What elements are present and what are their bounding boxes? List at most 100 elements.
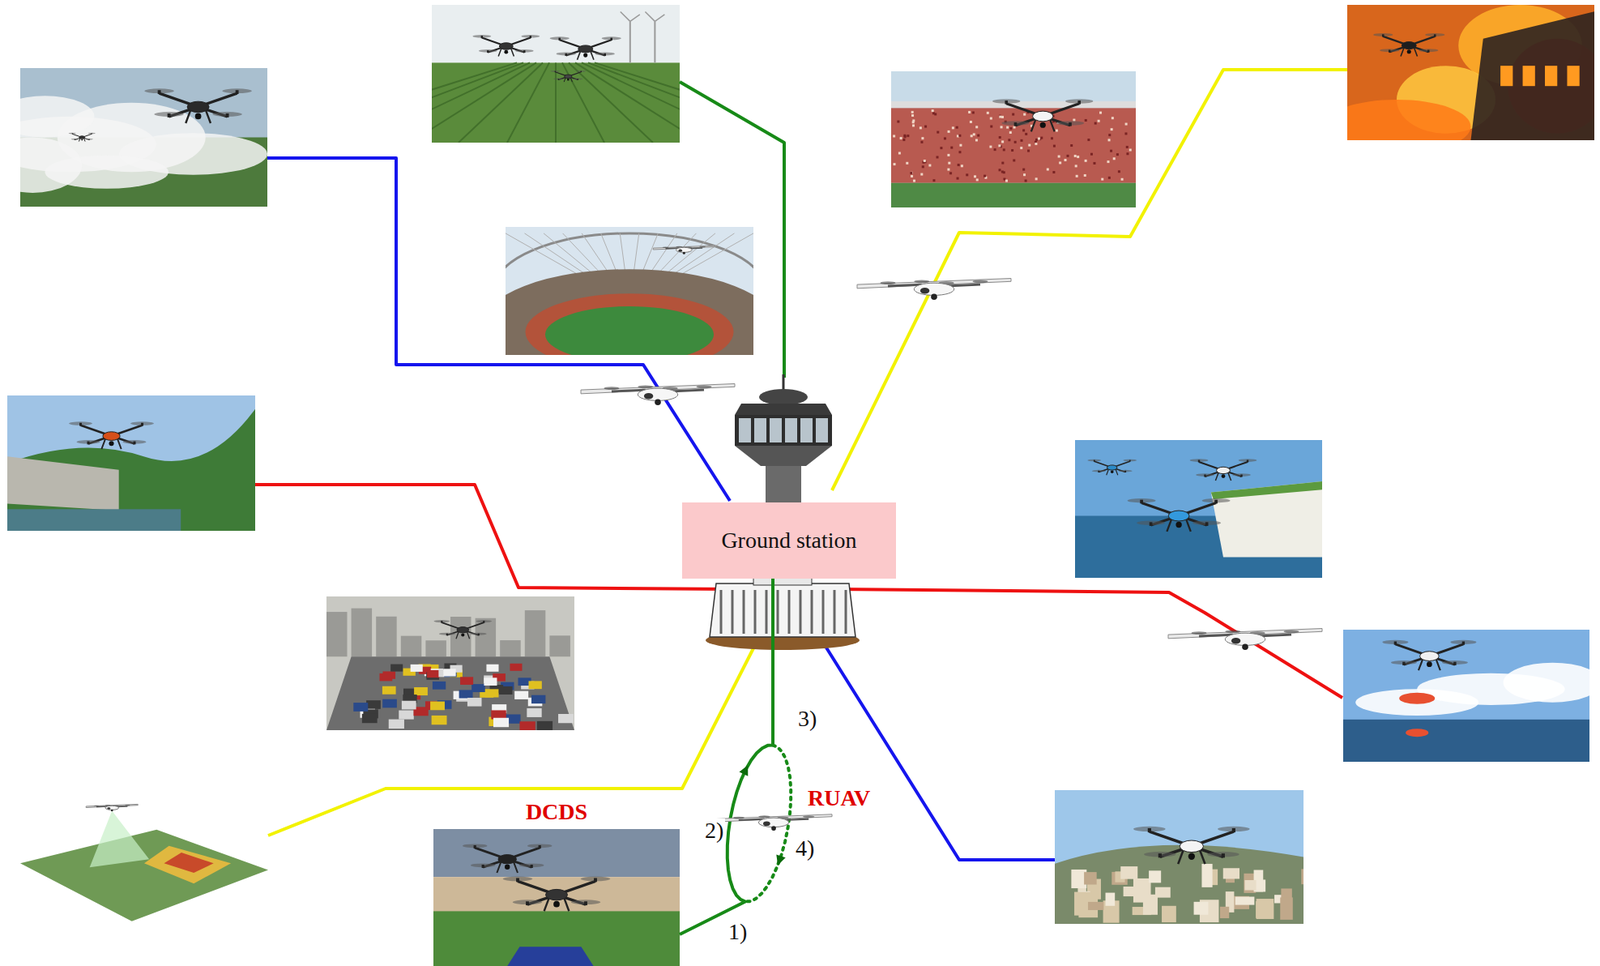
rect-shape: [785, 418, 798, 443]
rect-shape: [443, 668, 456, 676]
circle-shape: [771, 825, 777, 831]
rect-shape: [1108, 138, 1111, 141]
rect-shape: [998, 115, 1002, 118]
application-photo: [433, 828, 680, 966]
line-shape: [511, 48, 515, 57]
ellipse-shape: [1032, 110, 1054, 122]
rect-shape: [1023, 113, 1026, 116]
rect-shape: [1099, 111, 1102, 115]
rect-shape: [1203, 474, 1206, 478]
line-shape: [844, 589, 848, 634]
loop-arrowhead: [776, 853, 786, 865]
ellipse-shape: [512, 899, 542, 905]
rect-shape: [910, 171, 914, 175]
circle-shape: [930, 294, 938, 301]
line-shape: [563, 77, 566, 82]
line-shape: [117, 439, 122, 449]
ellipse-shape: [550, 36, 570, 40]
rect-shape: [528, 680, 542, 689]
rect-shape: [1161, 905, 1177, 922]
ellipse-shape: [1401, 42, 1417, 50]
line-shape: [431, 62, 537, 143]
rect-shape: [1001, 140, 1004, 143]
rect-shape: [1105, 892, 1116, 906]
rect-shape: [921, 165, 925, 168]
rect-shape: [1148, 870, 1161, 883]
rect-shape: [903, 134, 906, 137]
rect-shape: [351, 608, 373, 658]
ellipse-shape: [1425, 33, 1445, 37]
quadcopter: [433, 619, 492, 639]
rect-shape: [1075, 164, 1078, 167]
rect-shape: [499, 640, 521, 657]
rect-shape: [912, 123, 915, 127]
rect-shape: [1110, 128, 1114, 131]
ellipse-shape: [515, 49, 534, 53]
line-shape: [544, 898, 550, 911]
rect-shape: [976, 178, 979, 181]
rect-shape: [1388, 50, 1391, 53]
rect-shape: [1117, 170, 1121, 173]
ellipse-shape: [1231, 637, 1241, 645]
callout-number: 2): [703, 818, 726, 842]
polygon-shape: [1211, 481, 1323, 558]
ellipse-shape: [1065, 98, 1093, 103]
ellipse-shape: [604, 386, 620, 390]
rect-shape: [443, 669, 457, 677]
polygon-shape: [144, 845, 231, 884]
rect-shape: [734, 414, 832, 446]
rect-shape: [1052, 170, 1055, 174]
line-shape: [742, 589, 746, 634]
fixed-wing-uav: [715, 814, 832, 831]
rect-shape: [1232, 827, 1236, 832]
ellipse-shape: [1136, 520, 1165, 525]
rect-shape: [998, 168, 1002, 171]
ellipse-shape: [759, 388, 808, 406]
rect-shape: [1214, 499, 1218, 504]
rect-shape: [1037, 137, 1041, 141]
rect-shape: [167, 113, 171, 118]
rect-shape: [989, 117, 993, 120]
uav-label: RUAV: [806, 785, 872, 810]
rect-shape: [1220, 906, 1229, 918]
circle-shape: [1221, 473, 1226, 478]
rect-shape: [1001, 170, 1004, 174]
rect-shape: [738, 418, 751, 443]
polygon-shape: [1471, 11, 1596, 141]
rect-shape: [1058, 155, 1061, 158]
ellipse-shape: [1420, 651, 1440, 662]
rect-shape: [388, 719, 405, 730]
rect-shape: [1024, 132, 1028, 136]
line-shape: [1115, 469, 1118, 475]
rect-shape: [955, 126, 959, 129]
ellipse-shape: [637, 384, 653, 389]
rect-shape: [1129, 460, 1131, 462]
rect-shape: [88, 139, 90, 141]
rect-shape: [1006, 126, 1009, 129]
line-shape: [1049, 119, 1054, 132]
rect-shape: [920, 173, 923, 176]
ellipse-shape: [1107, 465, 1118, 470]
ellipse-shape: [153, 111, 184, 117]
rect-shape: [549, 635, 571, 657]
quadcopter: [1087, 459, 1137, 476]
rect-shape: [526, 708, 542, 717]
line-shape: [822, 589, 825, 634]
ellipse-shape: [1238, 458, 1258, 462]
rect-shape: [906, 134, 909, 137]
rect-shape: [973, 174, 977, 178]
line-shape: [1106, 469, 1110, 475]
ellipse-shape: [93, 805, 99, 807]
rect-shape: [970, 134, 973, 137]
rect-shape: [1064, 158, 1067, 162]
rect-shape: [924, 125, 927, 128]
quadcopter: [503, 876, 611, 912]
ellipse-shape: [1405, 728, 1429, 737]
rect-shape: [912, 119, 915, 122]
rect-shape: [71, 132, 73, 134]
rect-shape: [1001, 162, 1004, 165]
rect-shape: [1129, 149, 1132, 152]
rect-shape: [896, 120, 900, 124]
ellipse-shape: [1399, 692, 1435, 704]
